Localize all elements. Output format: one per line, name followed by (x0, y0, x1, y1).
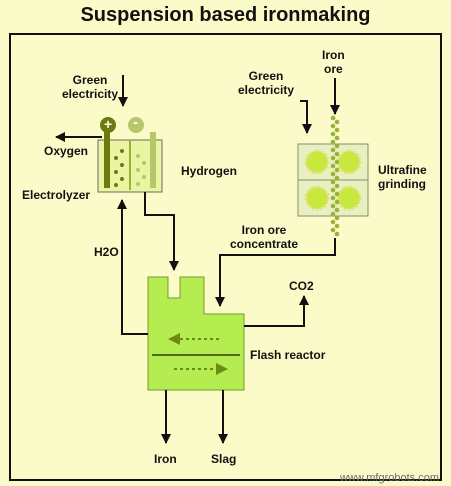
ultrafine-grinding-label: Ultrafine grinding (378, 163, 427, 191)
hydrogen-label: Hydrogen (181, 164, 238, 178)
flash-reactor-unit (147, 276, 245, 391)
h2o-label: H2O (94, 245, 119, 259)
electrolyzer-unit (97, 132, 163, 193)
plus-terminal-icon (100, 117, 116, 133)
iron-ore-label: Iron ore (322, 48, 345, 76)
diagram-frame (9, 33, 442, 481)
iron-ore-concentrate-label: Iron ore concentrate (230, 223, 299, 251)
h2o-arrow (117, 199, 148, 335)
minus-terminal-icon (128, 117, 144, 133)
hydrogen-arrow (144, 192, 179, 271)
co2-label: CO2 (289, 279, 314, 293)
watermark: www.mfgrobots.com (339, 472, 439, 484)
slag-output-label: Slag (211, 452, 237, 466)
concentrate-arrow (215, 238, 336, 307)
green-electricity-left-label: Green electricity (62, 73, 119, 101)
green-electricity-right-label: Green electricity (238, 69, 295, 97)
electrolyzer-label: Electrolyzer (22, 188, 91, 202)
green-electricity-right-arrow (300, 100, 312, 134)
co2-arrow (244, 295, 309, 327)
plus-sign: + (104, 116, 113, 132)
diagram-title: Suspension based ironmaking (80, 4, 371, 26)
minus-sign: - (133, 114, 138, 131)
flash-reactor-label: Flash reactor (250, 348, 326, 362)
ultrafine-grinder-unit (297, 115, 369, 237)
oxygen-label: Oxygen (44, 144, 89, 158)
iron-output-label: Iron (154, 452, 177, 466)
